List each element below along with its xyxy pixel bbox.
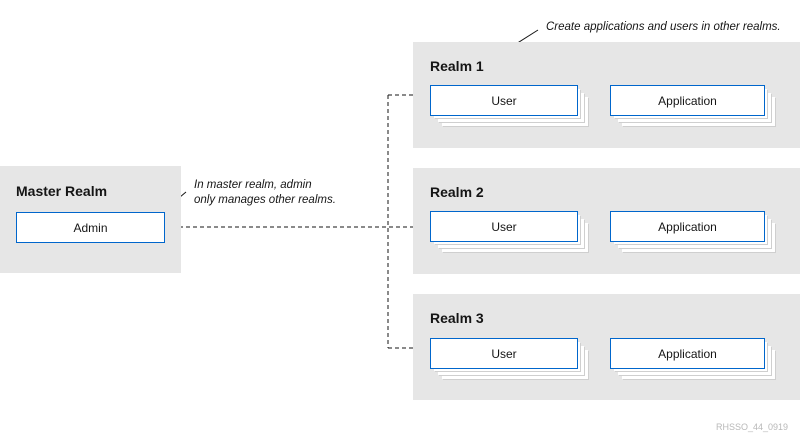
annotation-top: Create applications and users in other r… xyxy=(546,21,781,33)
admin-box: Admin xyxy=(16,212,165,243)
realm-1-application-box: Application xyxy=(610,85,765,116)
realm-3-application-box: Application xyxy=(610,338,765,369)
realm-2-application-box: Application xyxy=(610,211,765,242)
realm-3-title: Realm 3 xyxy=(430,310,484,326)
realm-1-user-box: User xyxy=(430,85,578,116)
realm-3-user-box: User xyxy=(430,338,578,369)
annotation-master-line-1: In master realm, admin xyxy=(194,179,312,191)
realm-2-user-box: User xyxy=(430,211,578,242)
annotation-master-line-2: only manages other realms. xyxy=(194,194,336,206)
realm-2-title: Realm 2 xyxy=(430,184,484,200)
watermark: RHSSO_44_0919 xyxy=(716,422,789,432)
realm-1-title: Realm 1 xyxy=(430,58,484,74)
master-realm-title: Master Realm xyxy=(16,183,108,199)
